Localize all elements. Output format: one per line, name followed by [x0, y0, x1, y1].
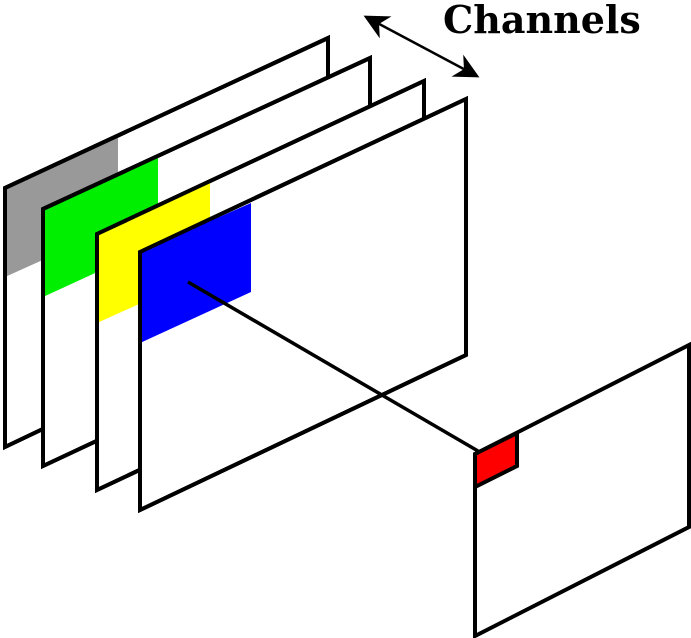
channel-4-kernel-window: [140, 203, 251, 343]
channel-2-kernel-window: [43, 156, 158, 297]
output-cell: [473, 429, 519, 491]
channels-label: Channels: [443, 0, 641, 42]
kernel-to-output-connector: [187, 280, 479, 453]
output-feature-map: [473, 341, 691, 638]
channels-arrow: [363, 15, 480, 78]
channel-plane-4: [138, 95, 468, 514]
output-plane: [473, 341, 691, 638]
